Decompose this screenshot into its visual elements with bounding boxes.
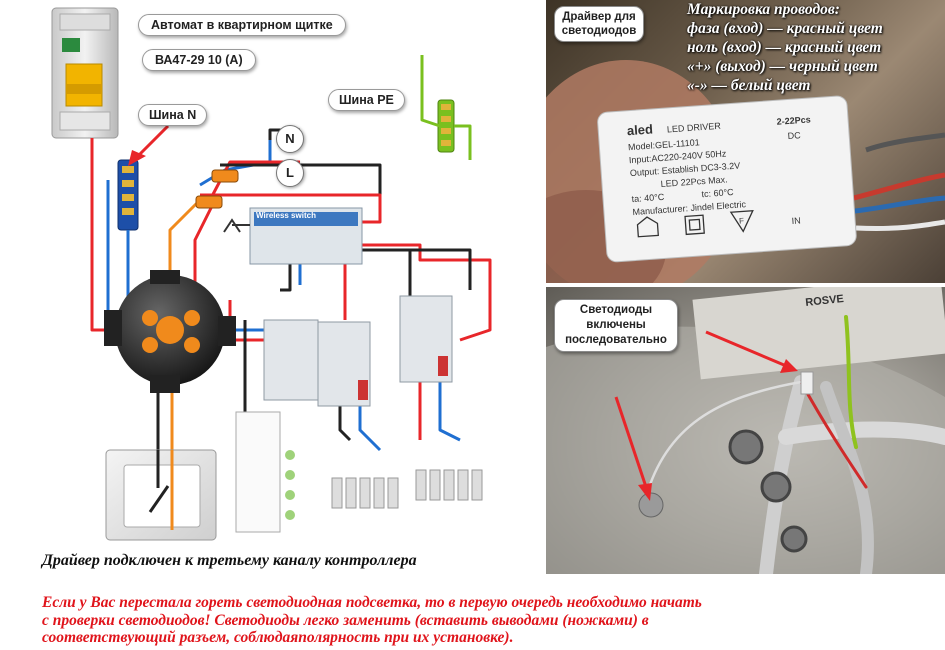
device-model: Model:GEL-11101	[628, 137, 700, 152]
note-line: Если у Вас перестала гореть светодиодная…	[42, 594, 702, 611]
device-in: IN	[791, 215, 801, 226]
warning-note: Если у Вас перестала гореть светодиодная…	[42, 594, 942, 647]
indoor-use-icon	[636, 216, 659, 238]
f-mark-icon	[729, 209, 754, 233]
wireless-switch-label: Wireless switch	[256, 211, 316, 220]
light-switch	[105, 449, 217, 541]
device-ta: ta: 40°C	[631, 192, 665, 204]
line-n-label: N	[276, 125, 304, 153]
sticker-text: ROSVE	[805, 293, 845, 309]
junction-box	[104, 270, 236, 393]
marking-line: ноль (вход) — красный цвет	[687, 39, 882, 56]
note-line: соответствующий разъем, соблюдаяполярнос…	[42, 629, 514, 646]
device-pcs: 2-22Pcs	[776, 114, 811, 126]
breaker-model: ВА47-29 10 (А)	[142, 49, 256, 71]
neutral-bus	[117, 159, 139, 231]
leds-series-label: Светодиоды включены последовательно	[554, 299, 678, 352]
diagram-caption: Драйвер подключен к третьему каналу конт…	[42, 552, 417, 569]
wireless-switch-module	[223, 207, 363, 265]
earth-bus	[437, 99, 455, 153]
led-photo: ROSVE Светодиоды включены последовательн…	[546, 287, 945, 574]
led-bars	[235, 411, 483, 533]
double-insulation-icon	[684, 214, 705, 236]
line-l-label: L	[276, 159, 304, 187]
device-dc: DC	[787, 130, 801, 141]
bus-n-arrow	[128, 124, 170, 166]
marking-line: фаза (вход) — красный цвет	[687, 20, 883, 37]
marking-title: Маркировка проводов:	[687, 1, 840, 18]
device-product: LED DRIVER	[667, 121, 722, 135]
bus-n-label: Шина N	[138, 104, 208, 126]
device-tc: tc: 60°C	[701, 187, 734, 199]
wire-marking-legend: Маркировка проводов: фаза (вход) — красн…	[687, 0, 942, 95]
marking-line: «+» (выход) — черный цвет	[687, 58, 878, 75]
wago-connectors	[195, 169, 239, 209]
svg-text:F: F	[739, 216, 745, 225]
breaker-label: Автомат в квартирном щитке	[138, 14, 346, 36]
bus-pe-label: Шина PE	[328, 89, 405, 111]
wiring-diagram	[51, 7, 492, 541]
led-driver-modules	[263, 295, 453, 407]
device-brand: aled	[626, 121, 653, 138]
red-arrow-icon	[705, 330, 798, 373]
device-led: LED 22Pcs Max.	[660, 174, 728, 189]
driver-label: Драйвер для светодиодов	[554, 6, 644, 42]
marking-line: «-» — белый цвет	[687, 77, 811, 94]
driver-photo: aled LED DRIVER 2-22Pcs Model:GEL-11101 …	[546, 0, 945, 283]
note-line: с проверки светодиодов! Светодиоды легко…	[42, 611, 649, 629]
circuit-breaker	[51, 7, 119, 139]
red-arrow-icon	[614, 396, 652, 501]
